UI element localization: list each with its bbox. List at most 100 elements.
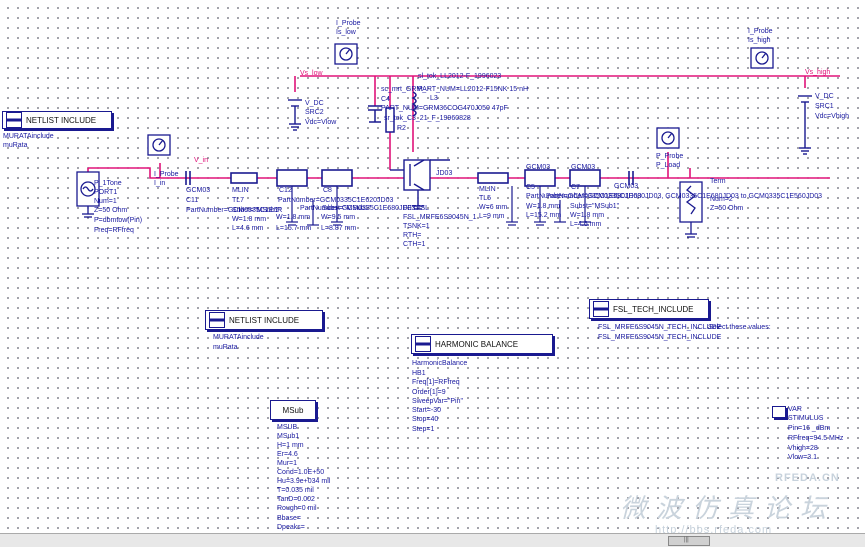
msub-p8: Rough=0 mil bbox=[277, 505, 317, 512]
ammeter-icon[interactable] bbox=[147, 134, 171, 156]
hb-p3: SweepVar="Pin" bbox=[412, 398, 463, 405]
c5-name: C5 bbox=[526, 184, 535, 191]
c7-pn: PartNumber=GCM0335C1E680JD03, GCM0335C1E… bbox=[546, 193, 823, 200]
tl-in3-l: L=8.87 mm bbox=[321, 225, 357, 232]
power-probe-icon[interactable] bbox=[656, 127, 680, 149]
probe-low-name: Is_low bbox=[336, 29, 356, 36]
ammeter-icon[interactable] bbox=[750, 47, 774, 69]
capacitor-icon[interactable] bbox=[185, 171, 191, 185]
tl5-w: W=6 mm bbox=[479, 204, 508, 211]
dc-source-icon[interactable] bbox=[288, 99, 302, 131]
hb-p2: Order[1]=9 bbox=[412, 389, 446, 396]
fsl-tech-include-label: FSL_TECH_INCLUDE bbox=[613, 304, 694, 314]
msub-p3: Mur=1 bbox=[277, 460, 298, 467]
msub-p10: Dpeaks= bbox=[277, 524, 305, 531]
mlin-icon[interactable] bbox=[477, 172, 509, 184]
c8-pn: PartNumber=GCM0335C1E680JD03 bbox=[300, 205, 416, 212]
fsl-tech-sub1: FSL_MRFE6S9045N_TECH_INCLUDE bbox=[598, 324, 722, 331]
c7-name: C7 bbox=[571, 184, 580, 191]
tl-out2-w: W=1.8 mm bbox=[526, 203, 561, 210]
tl-in2-l: L=15.7 mm bbox=[276, 225, 312, 232]
c11-pn: PartNumber=GCM0335C1E6R bbox=[186, 207, 283, 214]
tl7-name: TL7 bbox=[232, 197, 245, 204]
netlist-mid-sub2: muRata bbox=[213, 344, 238, 351]
port-name: PORT1 bbox=[94, 189, 118, 196]
net-vs-high: Vs_high bbox=[805, 69, 831, 76]
tl5-l: L=9 mm bbox=[479, 213, 505, 220]
c4-pn: PART_NUM=GRM36COG470J050 47pF bbox=[381, 105, 508, 112]
hb-name: HB1 bbox=[412, 370, 426, 377]
var-icon[interactable] bbox=[772, 406, 786, 418]
tl-out3-subst: Subst="MSub1" bbox=[570, 203, 620, 210]
ammeter-icon[interactable] bbox=[334, 43, 358, 65]
c12-pn: PartNumber=GCM0335C1E620JD03 bbox=[278, 197, 394, 204]
in-probe-type: I_Probe bbox=[154, 171, 179, 178]
var-p4: Vlow=3.1 bbox=[788, 454, 817, 461]
var-name: STIMULUS bbox=[788, 415, 824, 422]
c8-name: C8 bbox=[323, 187, 332, 194]
transistor-icon[interactable] bbox=[390, 159, 450, 210]
r2-name: R2 bbox=[397, 125, 406, 132]
msub-p6: T=0.035 mil bbox=[277, 487, 314, 494]
tl7-l: L=4.6 mm bbox=[232, 225, 264, 232]
msub-p1: H=1 mm bbox=[277, 442, 304, 449]
rf-port-icon[interactable] bbox=[76, 171, 100, 218]
c11-type: GCM03 bbox=[186, 187, 211, 194]
msub-p7: TanD=0.002 bbox=[277, 496, 315, 503]
c5-type: GCM03 bbox=[526, 164, 551, 171]
msub-p5: Hu=3.9e+034 mil bbox=[277, 478, 331, 485]
tl-out2-l: L=15.2 mm bbox=[526, 212, 562, 219]
watermark-cn: 微波仿真论坛 bbox=[620, 493, 837, 523]
tl5-type: MLIN bbox=[479, 186, 496, 193]
port-p1: Num=1 bbox=[94, 198, 117, 205]
scrollbar-thumb[interactable] bbox=[668, 536, 710, 546]
r2-net: sr_tok_C3_21_F_19960828 bbox=[384, 115, 471, 122]
tl-in3-w: W=9.5 mm bbox=[321, 214, 356, 221]
fsl-tech-include[interactable]: FSL_TECH_INCLUDE bbox=[589, 299, 709, 319]
port-p2: Z=50 Ohm bbox=[94, 207, 128, 214]
term-load-icon[interactable] bbox=[679, 181, 703, 238]
tl-out3-l: L=4.6 mm bbox=[570, 221, 602, 228]
c4-name: C4 bbox=[381, 96, 390, 103]
src2-type: V_DC bbox=[305, 100, 324, 107]
netlist-include-mid[interactable]: NETLIST INCLUDE bbox=[205, 310, 323, 330]
hb-p5: Stop=40 bbox=[412, 416, 439, 423]
inductor-icon[interactable] bbox=[411, 91, 417, 117]
dc-source-icon[interactable] bbox=[798, 95, 812, 155]
netlist-icon bbox=[209, 312, 225, 328]
msub-p9: Bbase= bbox=[277, 515, 301, 522]
mlin-icon[interactable] bbox=[230, 172, 258, 184]
port-p3: P=dbmtow(Pin) bbox=[94, 217, 143, 224]
capacitor-icon[interactable] bbox=[628, 171, 634, 185]
netlist-icon bbox=[6, 112, 22, 128]
msub-component[interactable]: MSub bbox=[270, 400, 316, 420]
resistor-icon[interactable] bbox=[385, 107, 395, 133]
tl5-name: TL5 bbox=[479, 195, 492, 202]
load-probe-type: P_Probe bbox=[656, 153, 684, 160]
capacitor-block-icon[interactable] bbox=[276, 169, 308, 187]
tl-in3-subst: Subst="MSub1" bbox=[322, 205, 372, 212]
fet-name: FSL_MRFE6S9045N_1 bbox=[403, 214, 477, 221]
fet-type: FETFSL bbox=[403, 205, 430, 212]
src2-name: SRC2 bbox=[305, 109, 324, 116]
msub-p4: Cond=1.0E+50 bbox=[277, 469, 325, 476]
src2-param: Vdc=Vlow bbox=[305, 119, 337, 126]
harmonic-balance-controller[interactable]: HARMONIC BALANCE bbox=[411, 334, 553, 354]
fet-pn: JD03 bbox=[436, 170, 453, 177]
horizontal-scrollbar[interactable]: ||| bbox=[0, 533, 865, 547]
hb-p1: Freq[1]=RFfreq bbox=[412, 379, 460, 386]
port-p4: Freq=RFfreq bbox=[94, 227, 134, 234]
fet-p2: RTH= bbox=[403, 232, 422, 239]
capacitor-icon[interactable] bbox=[368, 105, 382, 123]
tl7-subst: Subst="MSub1" bbox=[232, 207, 282, 214]
l3-name: L3 bbox=[430, 95, 438, 102]
fsl-tech-sub3: Select these values: bbox=[708, 324, 771, 331]
netlist-include-top[interactable]: NETLIST INCLUDE bbox=[2, 111, 112, 129]
l3-pn: PART_NUM=LL2012-F15NK 15 nH bbox=[418, 86, 529, 93]
capacitor-block-icon[interactable] bbox=[321, 169, 353, 187]
l3-type: sl_tok_LL2012-F_1996023 bbox=[418, 73, 502, 80]
netlist-icon bbox=[593, 301, 609, 317]
tl-out3-w: W=1.8 mm bbox=[570, 212, 605, 219]
port-type: P_1Tone bbox=[94, 180, 122, 187]
